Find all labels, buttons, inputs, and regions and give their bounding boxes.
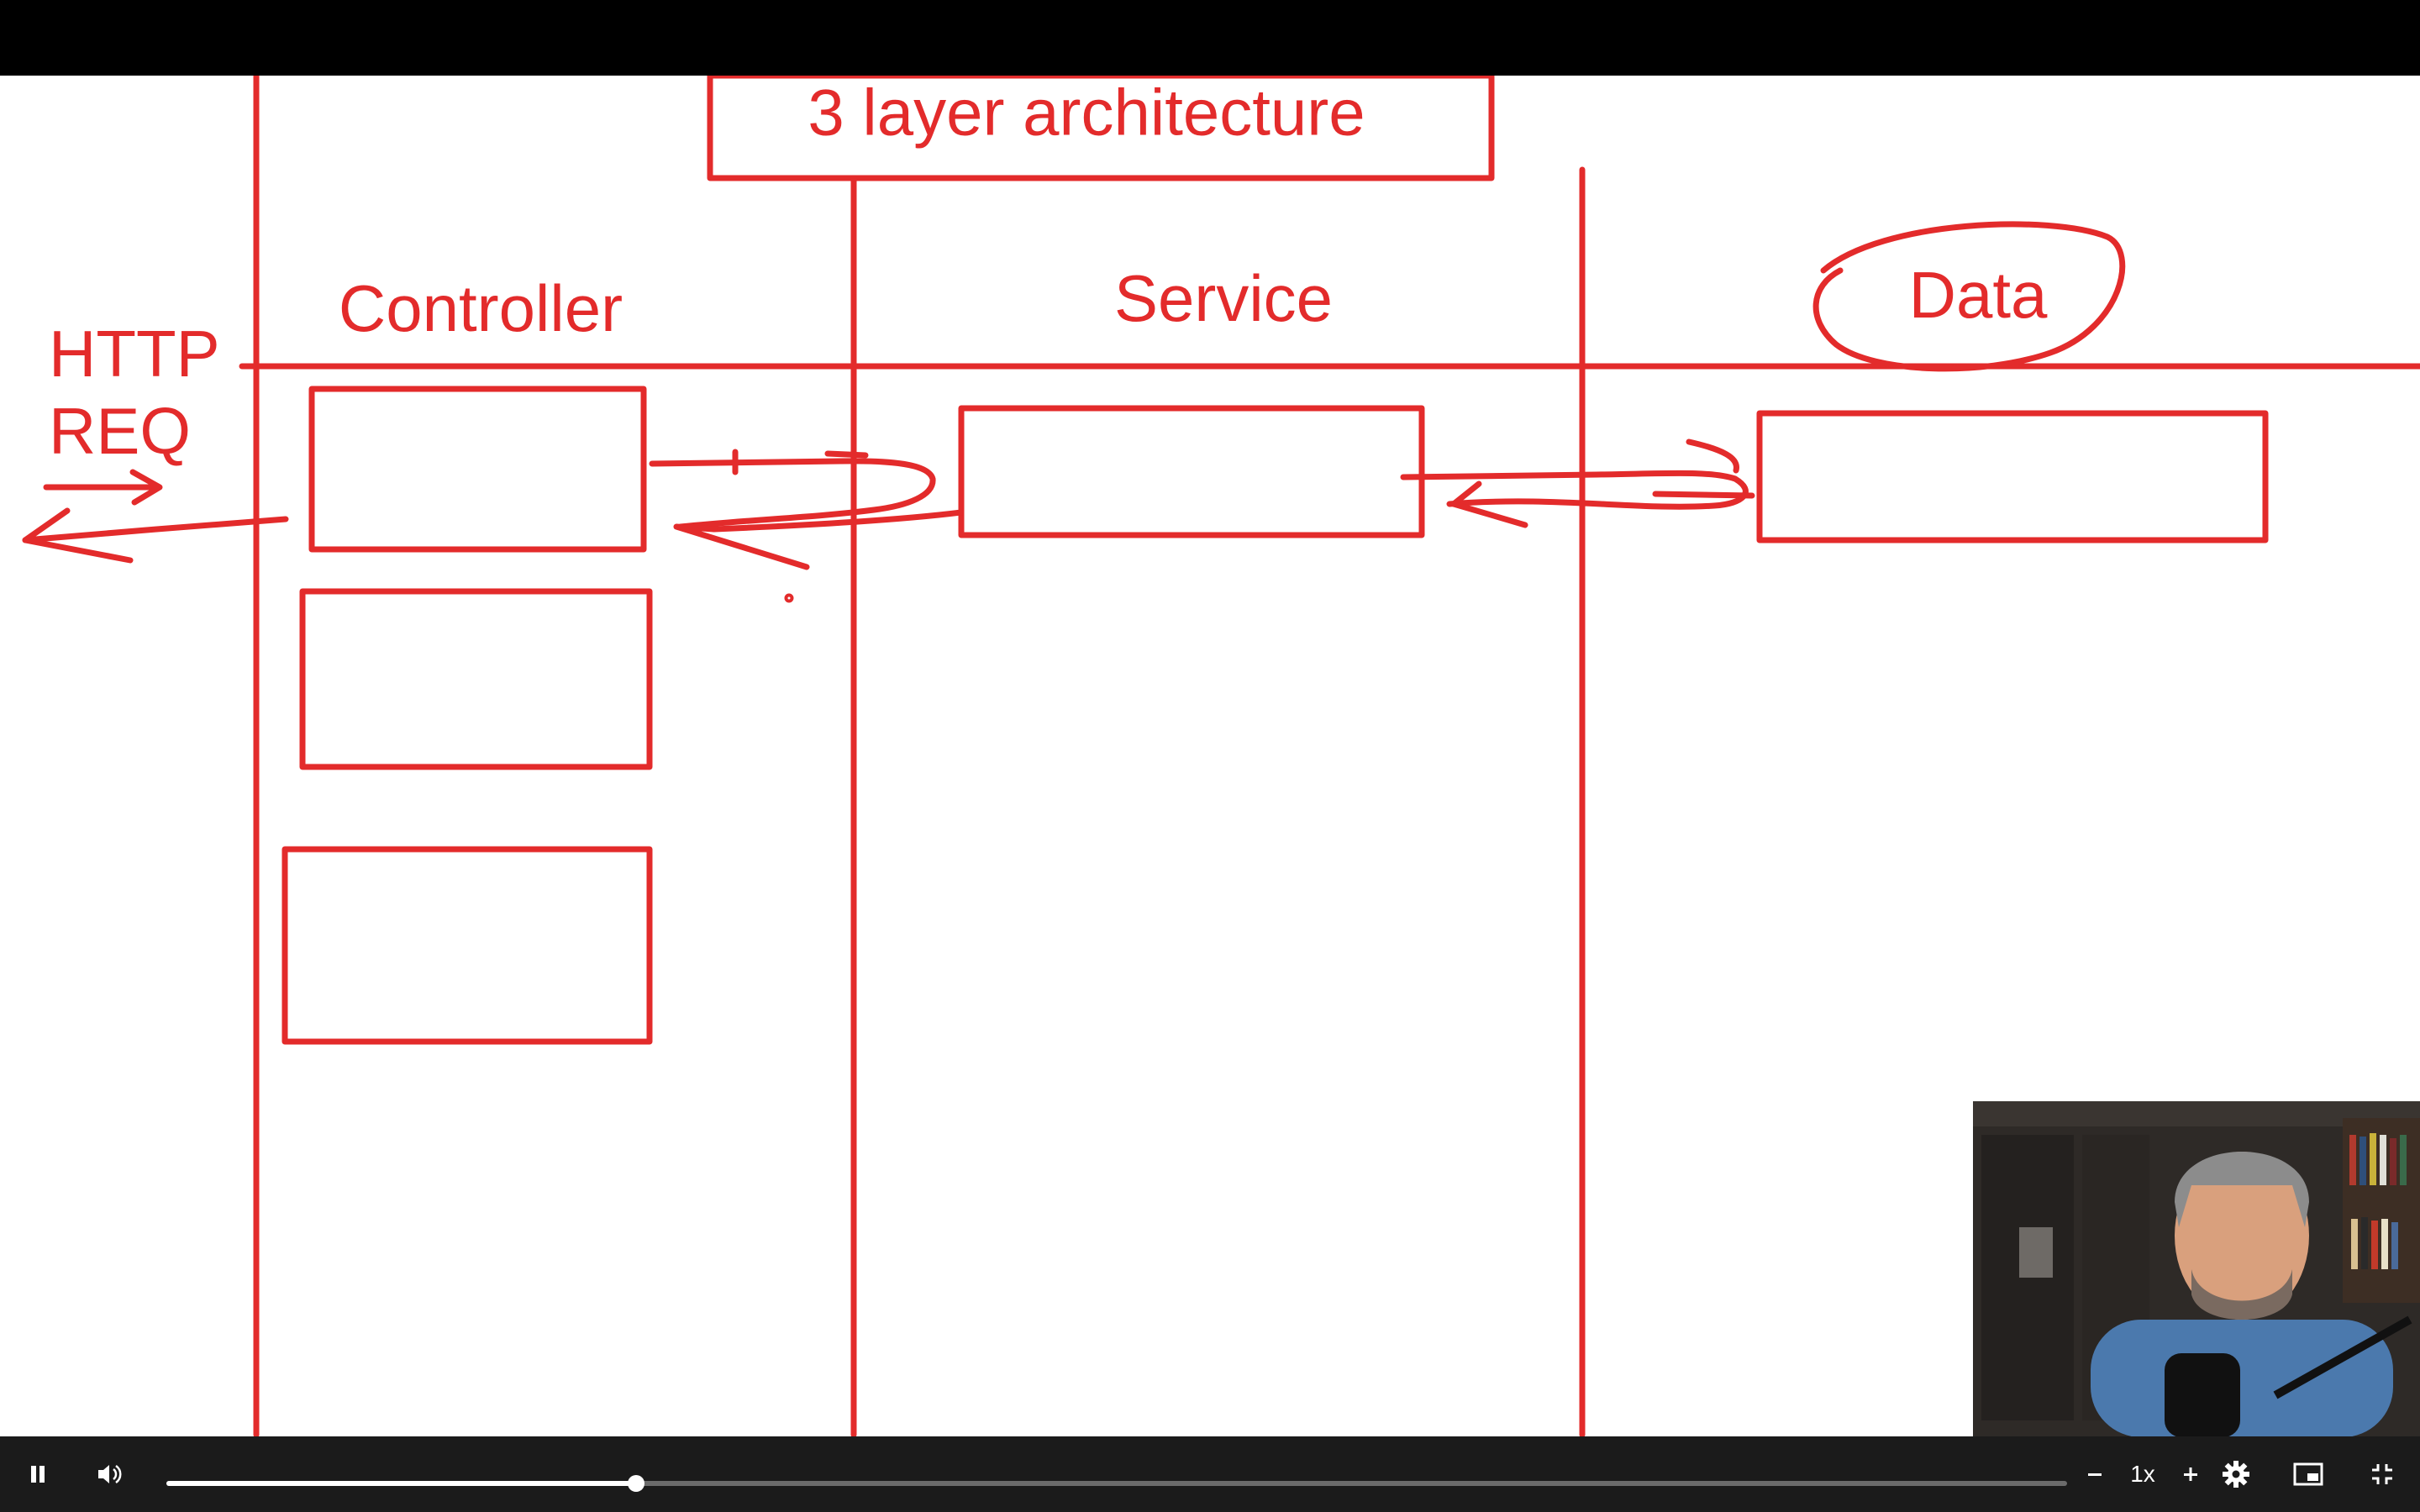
picture-in-picture-button[interactable] <box>2279 1436 2338 1512</box>
data-box <box>1756 410 2269 543</box>
service-data-arrow <box>1400 470 1749 510</box>
speed-down-button[interactable] <box>2065 1436 2124 1512</box>
volume-button[interactable] <box>81 1436 139 1512</box>
minus-icon <box>2088 1473 2102 1476</box>
whiteboard-drawing: 3 layer architecture Controller Service … <box>22 76 2420 1436</box>
service-data-arrowhead <box>1450 501 1528 528</box>
service-return-arrowhead <box>673 523 810 570</box>
webcam-overlay <box>1973 1101 2420 1436</box>
data-label: Data <box>1909 258 2048 332</box>
presenter-video <box>1973 1101 2420 1436</box>
http-req-arrowhead-right <box>129 469 163 506</box>
service-label: Service <box>1114 261 1333 335</box>
http-res-arrowhead-left <box>22 507 134 564</box>
gear-icon <box>2223 1461 2249 1488</box>
controller-box-1 <box>308 386 647 553</box>
data-circle <box>1812 221 2126 372</box>
plus-icon <box>2184 1467 2197 1481</box>
top-letterbox <box>0 0 2420 76</box>
http-label: HTTP <box>49 317 220 391</box>
progress-handle[interactable] <box>627 1475 644 1492</box>
exit-fullscreen-button[interactable] <box>2353 1436 2412 1512</box>
picture-in-picture-icon <box>2293 1462 2323 1486</box>
service-return-line <box>711 509 965 533</box>
pause-icon <box>31 1466 45 1483</box>
http-res-arrow-left <box>22 516 289 543</box>
service-data-line-2 <box>1652 491 1755 499</box>
arrow-tick-2 <box>824 450 869 459</box>
controller-box-3 <box>281 846 653 1045</box>
service-data-arrowhead-top <box>1450 480 1482 507</box>
req-label: REQ <box>49 394 191 468</box>
settings-button[interactable] <box>2207 1436 2265 1512</box>
player-controls-bar <box>0 1436 2420 1512</box>
controller-service-arrow <box>649 458 936 530</box>
controller-box-2 <box>299 588 653 770</box>
service-data-hook <box>1686 438 1739 474</box>
whiteboard-canvas: 3 layer architecture Controller Service … <box>0 76 2420 1436</box>
speed-up-button[interactable] <box>2161 1436 2220 1512</box>
progress-fill <box>166 1481 636 1486</box>
title-box <box>707 76 1495 181</box>
exit-fullscreen-icon <box>2372 1464 2392 1484</box>
ink-dot <box>784 593 794 603</box>
volume-icon <box>98 1464 122 1484</box>
play-pause-button[interactable] <box>8 1436 67 1512</box>
controller-label: Controller <box>339 271 623 345</box>
playback-speed-label[interactable]: 1x <box>2130 1461 2155 1487</box>
title-text: 3 layer architecture <box>808 76 1365 150</box>
progress-bar[interactable] <box>166 1475 2067 1492</box>
service-box <box>958 405 1425 538</box>
